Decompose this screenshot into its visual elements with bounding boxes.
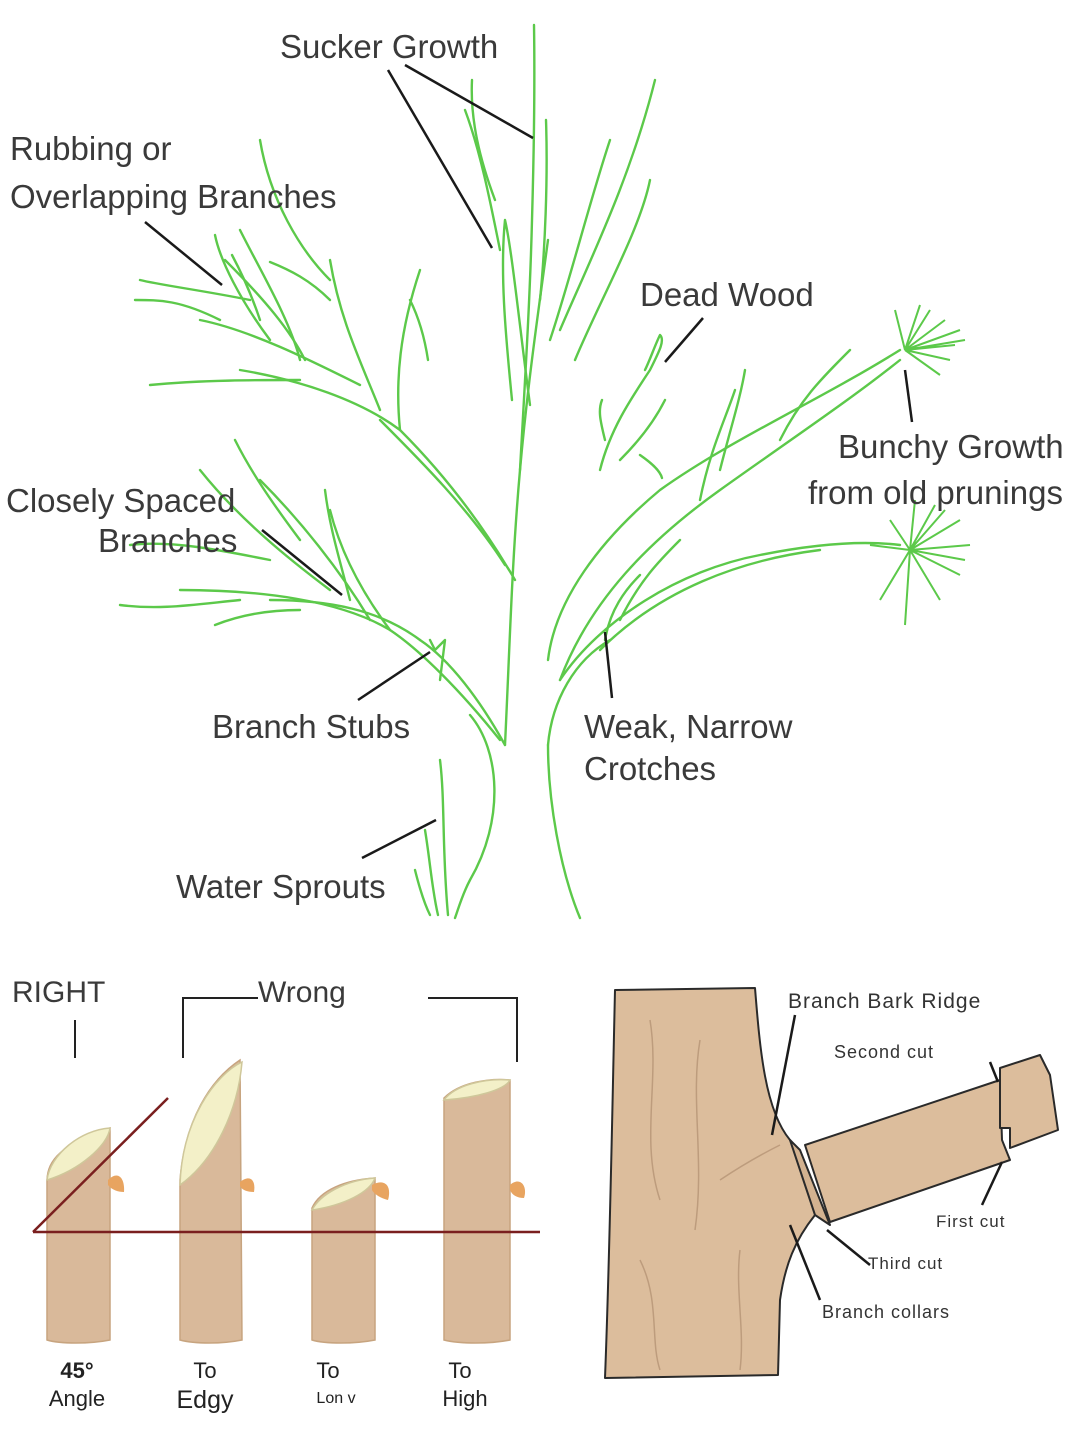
- leader-sucker-1: [386, 69, 494, 249]
- leader-closely: [261, 529, 343, 596]
- label-rubbing-line1: Rubbing or: [10, 130, 172, 167]
- water-sprout-1: [438, 758, 450, 917]
- stem-too-edgy: [179, 1058, 255, 1344]
- label-sucker-growth: Sucker Growth: [280, 28, 499, 65]
- leader-bark-ridge: [770, 1014, 797, 1136]
- label-water-sprouts: Water Sprouts: [176, 868, 386, 905]
- leader-rubbing: [144, 221, 223, 286]
- leader-first-cut: [980, 1161, 1004, 1206]
- stem-too-low: [310, 1177, 390, 1344]
- sucker-shoot: [501, 218, 532, 407]
- stem2-line1: To: [193, 1358, 217, 1383]
- stem4-line2: High: [442, 1386, 488, 1411]
- wrong-label: Wrong: [258, 976, 346, 1009]
- stem1-line2: Angle: [48, 1386, 106, 1411]
- dead-wood: [598, 333, 667, 480]
- leader-bunchy: [903, 369, 914, 423]
- stem3-line2: Lon v: [316, 1390, 356, 1407]
- trunk-block: [604, 987, 816, 1379]
- end-segment: [999, 1054, 1059, 1149]
- trunk-right-edge: [546, 743, 582, 920]
- label-third-cut: Third cut: [868, 1254, 944, 1273]
- stem-too-high: [442, 1078, 526, 1344]
- leader: [518, 23, 536, 472]
- stem3-line1: To: [316, 1358, 340, 1383]
- stem2-line2: Edgy: [176, 1386, 234, 1414]
- right-label: RIGHT: [12, 976, 106, 1009]
- label-branch-bark-ridge: Branch Bark Ridge: [788, 990, 982, 1013]
- label-bunchy-line2: from old prunings: [808, 474, 1063, 511]
- label-closely-line1: Closely Spaced: [6, 482, 236, 519]
- stem-45-angle: [46, 1126, 125, 1344]
- leader-third-cut: [826, 1229, 871, 1266]
- collar-stub: [789, 1139, 831, 1226]
- label-weak-line2: Crotches: [584, 750, 717, 787]
- leader-weak: [603, 631, 614, 699]
- angle-guide-line: [32, 1097, 169, 1233]
- leader-sucker-2: [404, 63, 534, 140]
- label-closely-line2: Branches: [98, 522, 238, 559]
- water-sprout-2: [423, 828, 440, 917]
- stem4-line1: To: [448, 1358, 472, 1383]
- label-bunchy-line1: Bunchy Growth: [838, 428, 1064, 465]
- bunchy-growth-top: [894, 304, 966, 376]
- label-second-cut: Second cut: [834, 1042, 935, 1062]
- leader-deadwood: [664, 317, 704, 363]
- branch-stub: [428, 638, 447, 682]
- middle-segment: [804, 1079, 1011, 1223]
- wrong-bracket: [182, 997, 518, 1062]
- label-first-cut: First cut: [936, 1212, 1006, 1231]
- label-branch-stubs: Branch Stubs: [212, 708, 411, 745]
- label-dead-wood: Dead Wood: [640, 276, 814, 313]
- leader-collars: [788, 1224, 822, 1301]
- bunchy-growth-bottom: [869, 499, 971, 626]
- stem1-line1: 45°: [60, 1358, 94, 1383]
- label-rubbing-line2: Overlapping Branches: [10, 178, 337, 215]
- tree-illustration: [118, 23, 971, 920]
- leader-stubs: [357, 650, 431, 702]
- label-branch-collars: Branch collars: [822, 1302, 951, 1322]
- label-weak-line1: Weak, Narrow: [584, 708, 793, 745]
- leader-sprouts: [361, 818, 437, 860]
- leader-second-cut: [988, 1061, 1000, 1083]
